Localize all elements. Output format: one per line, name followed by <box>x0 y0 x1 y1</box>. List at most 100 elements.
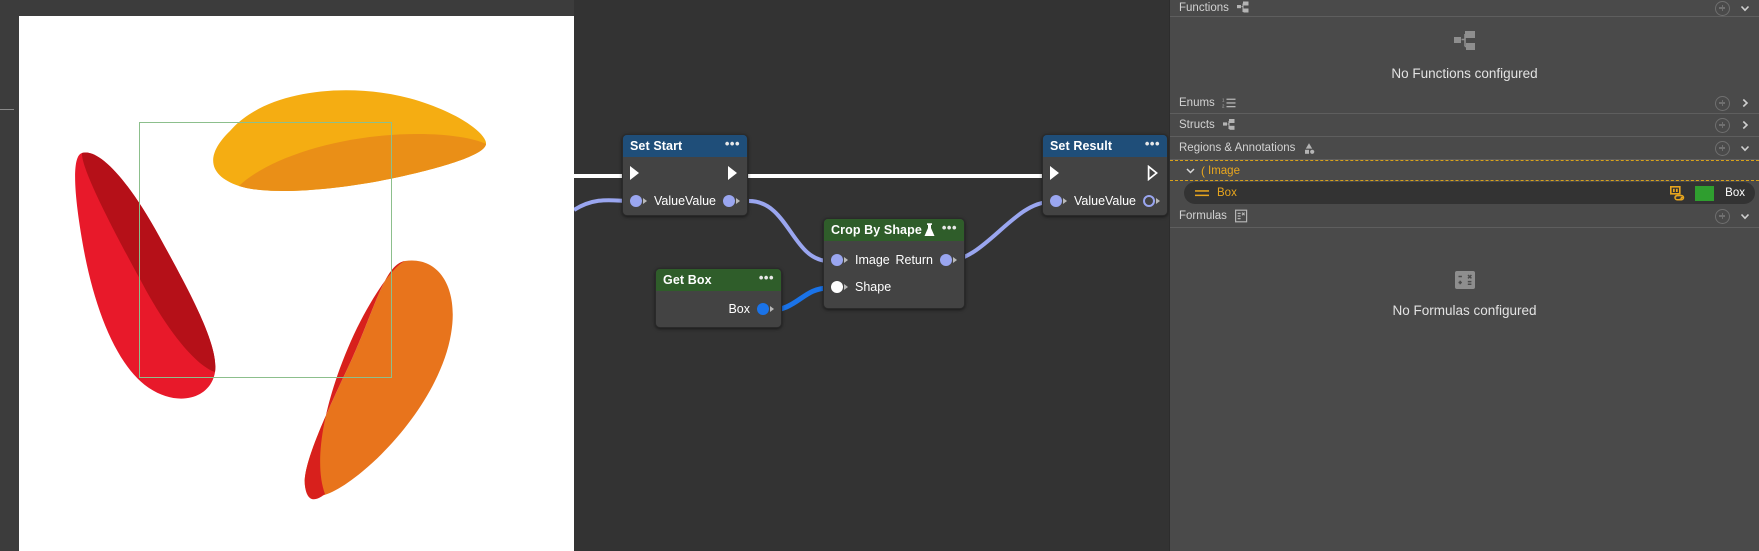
section-title: Formulas <box>1179 210 1227 222</box>
chevron-down-icon[interactable] <box>1185 165 1196 176</box>
pin-row: Shape <box>824 273 964 300</box>
node-menu-icon[interactable]: ••• <box>724 136 740 151</box>
brace-icon: ( <box>1201 163 1205 178</box>
pin-row: Image Return <box>824 246 964 273</box>
chevron-down-icon[interactable] <box>1739 142 1751 154</box>
add-struct-button[interactable] <box>1715 117 1730 133</box>
color-swatch[interactable] <box>1695 185 1715 201</box>
tree-item-label: Box <box>1217 187 1237 199</box>
node-header[interactable]: Set Start ••• <box>623 135 747 157</box>
tree-item-label: Image <box>1208 164 1240 177</box>
node-title: Set Result <box>1050 139 1113 153</box>
ruler-tick <box>0 109 14 110</box>
tree-item-value: Box <box>1725 187 1745 199</box>
pin-dot-icon <box>723 195 735 207</box>
chevron-down-icon[interactable] <box>1739 210 1751 222</box>
section-header-regions[interactable]: Regions & Annotations <box>1170 137 1759 160</box>
petal-orange <box>304 260 453 497</box>
shapes-icon <box>1305 143 1315 154</box>
exec-out-icon[interactable] <box>727 165 741 181</box>
node-get-box[interactable]: Get Box ••• Box <box>655 268 782 328</box>
node-title: Get Box <box>663 273 712 287</box>
node-set-start[interactable]: Set Start ••• Value <box>622 134 748 216</box>
flask-icon <box>924 222 935 236</box>
pin-arrow-icon <box>770 306 774 312</box>
node-header[interactable]: Get Box ••• <box>656 269 781 291</box>
list-icon: 1 2 <box>1222 98 1236 109</box>
exec-row <box>623 157 747 187</box>
pin-dot-icon <box>630 195 642 207</box>
exec-out-icon[interactable] <box>1147 165 1161 181</box>
add-enum-button[interactable] <box>1715 95 1730 111</box>
pin-row: Box <box>656 291 781 327</box>
struct-icon <box>1453 31 1475 50</box>
pin-label: Image <box>855 252 890 267</box>
node-set-result[interactable]: Set Result ••• Value <box>1042 134 1168 216</box>
section-header-structs[interactable]: Structs <box>1170 114 1759 137</box>
petal-red-shade <box>81 152 216 372</box>
exec-in-icon[interactable] <box>629 165 643 181</box>
pin-label: Shape <box>855 279 892 294</box>
node-menu-icon[interactable]: ••• <box>1144 136 1160 151</box>
pin-image-in[interactable]: Image <box>831 253 897 267</box>
pin-dot-icon <box>1143 195 1155 207</box>
pin-label: Return <box>895 252 933 267</box>
pin-arrow-icon <box>1156 198 1160 204</box>
drag-handle-icon[interactable] <box>1195 189 1209 198</box>
section-header-formulas[interactable]: Formulas <box>1170 205 1759 228</box>
node-header[interactable]: Set Result ••• <box>1043 135 1167 157</box>
chevron-down-icon[interactable] <box>1739 2 1751 14</box>
section-header-functions[interactable]: Functions <box>1170 0 1759 17</box>
pin-box-out[interactable]: Box <box>721 302 774 316</box>
pin-value-out[interactable]: Value <box>1098 194 1160 208</box>
calculator-icon <box>1454 271 1475 289</box>
node-menu-icon[interactable]: ••• <box>941 220 957 235</box>
image-canvas[interactable] <box>19 16 574 551</box>
outline-panel[interactable]: Functions No Functions configured <box>1169 0 1759 551</box>
pin-dot-icon <box>831 280 843 293</box>
chevron-right-icon[interactable] <box>1739 119 1751 131</box>
tree-item-image[interactable]: ( Image <box>1170 160 1759 181</box>
pin-arrow-icon <box>953 256 957 263</box>
pin-arrow-icon <box>844 283 848 290</box>
node-body: Image Return Shape <box>824 241 964 308</box>
regions-tree[interactable]: ( Image Box Box <box>1170 160 1759 204</box>
pin-dot-icon <box>831 253 843 266</box>
node-body: Box <box>656 291 781 327</box>
section-header-enums[interactable]: Enums 1 2 <box>1170 93 1759 114</box>
pin-shape-in[interactable]: Shape <box>831 280 898 294</box>
pin-value-in[interactable]: Value <box>1050 194 1112 208</box>
pin-value-in[interactable]: Value <box>630 194 692 208</box>
pin-row: Value Value <box>623 187 747 215</box>
pin-dot-icon <box>757 303 769 315</box>
exec-in-icon[interactable] <box>1049 165 1063 181</box>
pin-label: Box <box>728 302 750 316</box>
petal-orange-shade <box>304 261 405 500</box>
pin-label: Value <box>1104 194 1136 208</box>
region-link-icon[interactable] <box>1670 185 1685 201</box>
node-crop-by-shape[interactable]: Crop By Shape ••• Image Return <box>823 218 965 309</box>
node-menu-icon[interactable]: ••• <box>758 270 774 285</box>
chevron-right-icon[interactable] <box>1739 97 1751 109</box>
add-formula-button[interactable] <box>1715 208 1730 224</box>
add-function-button[interactable] <box>1715 0 1730 16</box>
exec-row <box>1043 157 1167 187</box>
node-body: Value Value <box>1043 157 1167 215</box>
tree-item-box[interactable]: Box Box <box>1184 182 1755 204</box>
empty-message: No Functions configured <box>1391 66 1538 81</box>
pin-dot-icon <box>940 253 952 266</box>
node-header[interactable]: Crop By Shape ••• <box>824 219 964 241</box>
pin-dot-icon <box>1050 195 1062 207</box>
image-viewer[interactable] <box>0 0 574 551</box>
formulas-empty-state: No Formulas configured <box>1170 228 1759 358</box>
section-title: Regions & Annotations <box>1179 142 1296 154</box>
node-title: Crop By Shape <box>831 223 922 237</box>
struct-icon <box>1236 1 1249 13</box>
pin-return-out[interactable]: Return <box>888 253 957 267</box>
pin-value-out[interactable]: Value <box>678 194 740 208</box>
svg-text:1: 1 <box>1222 98 1225 103</box>
node-graph-canvas[interactable]: Set Start ••• Value <box>574 0 1169 551</box>
add-region-button[interactable] <box>1715 140 1730 156</box>
pin-label: Value <box>684 194 716 208</box>
